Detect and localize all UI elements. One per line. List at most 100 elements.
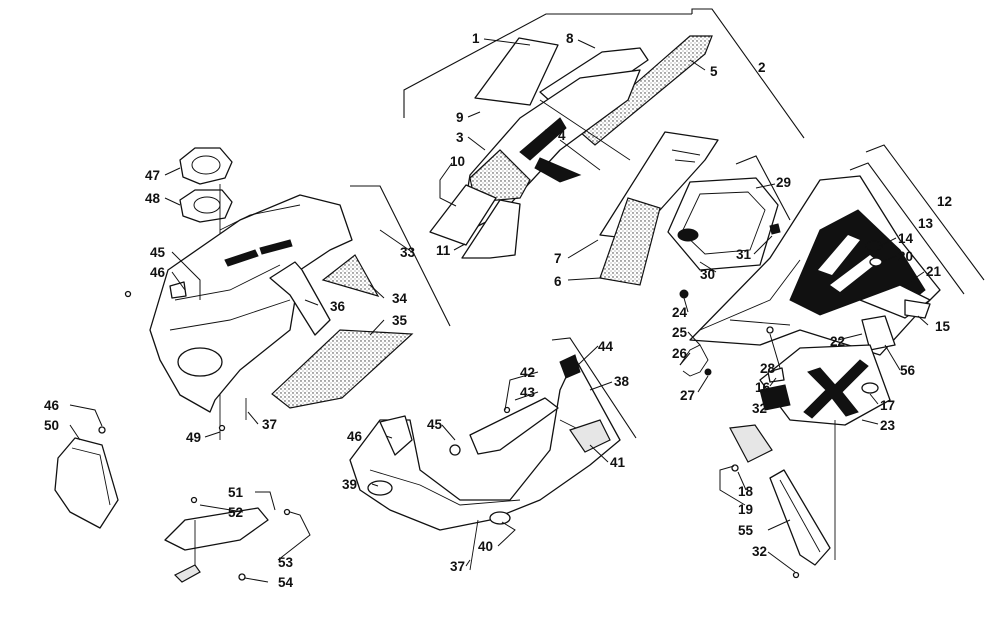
part-54-nut [238,573,246,581]
callout-27: 27 [680,388,695,403]
callout-21: 21 [926,264,942,279]
callout-25: 25 [672,325,688,340]
console-opening [177,347,223,377]
callout-16: 16 [755,380,771,395]
part-16-tab [767,367,785,383]
part-34-foam [321,254,380,297]
callout-2: 2 [758,60,766,75]
callout-36: 36 [330,299,346,314]
part-5-foam-strip [579,35,713,146]
callout-11: 11 [436,243,451,258]
callout-45-belly: 45 [427,417,443,432]
callout-50: 50 [44,418,59,433]
callout-6: 6 [554,274,562,289]
part-32-bracket [759,384,791,411]
deflector-crease [71,447,111,506]
callout-32-lower: 32 [752,544,767,559]
part-52-screw [190,496,198,504]
callout-15: 15 [935,319,951,334]
part-44-clip [559,354,581,379]
callout-labels: 1 2 3 4 5 6 7 8 9 10 11 12 13 14 15 16 1… [44,31,952,590]
part-24-grommet [679,289,689,299]
callout-38: 38 [614,374,630,389]
bracket-1 [403,13,692,118]
callout-10: 10 [450,154,465,169]
callout-37-belly: 37 [450,559,465,574]
part-51-tab [173,564,201,583]
callout-30: 30 [700,267,715,282]
callout-54: 54 [278,575,294,590]
part-40-port [489,511,511,525]
callout-43: 43 [520,385,536,400]
part-30-gauge [677,228,699,242]
part-17-knob [861,382,879,394]
part-14-decal [865,240,883,252]
part-35-foam [271,329,414,409]
belly-pan-assembly [349,337,637,571]
windshield-glare [671,149,701,163]
callout-28: 28 [760,361,776,376]
bracket-12 [865,144,985,281]
callout-19: 19 [738,502,753,517]
callout-17: 17 [880,398,895,413]
part-36-brace [269,261,331,336]
callout-24: 24 [672,305,688,320]
lower-panel-x-graphic [803,359,869,419]
side-panel-assembly [679,144,985,579]
gauge-panel-inner [681,191,766,255]
leader-lines [69,38,929,583]
callout-55: 55 [738,523,754,538]
part-43-screw [503,406,511,414]
callout-56: 56 [900,363,916,378]
console-assembly [124,147,451,440]
part-46-bracket [379,415,413,456]
callout-37-console: 37 [262,417,277,432]
part-49-screw [218,424,226,432]
part-42-rail [469,397,559,455]
part-55-trim [769,469,831,566]
part-26-cable [679,344,709,377]
part-10-side [429,184,497,246]
part-11-lower [461,199,521,259]
callout-23: 23 [880,418,896,433]
side-panel-logo [818,235,878,292]
callout-40: 40 [478,539,493,554]
callout-52: 52 [228,505,243,520]
part-4-vent-2 [534,157,582,183]
callout-20: 20 [898,249,913,264]
part-6-foam-pad [599,197,661,286]
part-47-gasket-hole [191,155,221,175]
callout-49: 49 [186,430,201,445]
bracket-29 [735,155,791,221]
part-18-plate [729,424,773,463]
bracket-38 [551,337,637,439]
callout-47: 47 [145,168,160,183]
console-vents [224,239,293,267]
callout-35: 35 [392,313,408,328]
part-4-vent [519,117,567,161]
callout-9: 9 [456,110,464,125]
callout-18: 18 [738,484,754,499]
part-15-latch [904,299,931,319]
part-37-bolt-lower [469,519,479,571]
callout-42: 42 [520,365,535,380]
part-39-opening [367,480,393,496]
bracket-13 [849,162,965,295]
part-32-screw [792,571,800,579]
callout-12: 12 [937,194,952,209]
callout-46-belly: 46 [347,429,363,444]
callout-51: 51 [228,485,244,500]
part-31-clip [769,223,781,235]
hood-assembly [403,8,805,286]
trim-inner-line [779,479,821,553]
part-51-bracket [164,507,269,551]
callout-29: 29 [776,175,791,190]
callout-53: 53 [278,555,294,570]
callout-48: 48 [145,191,161,206]
callout-1: 1 [472,31,480,46]
lower-left-parts [54,426,291,583]
callout-34: 34 [392,291,408,306]
part-9-panel [474,37,559,106]
callout-45-console: 45 [150,245,166,260]
